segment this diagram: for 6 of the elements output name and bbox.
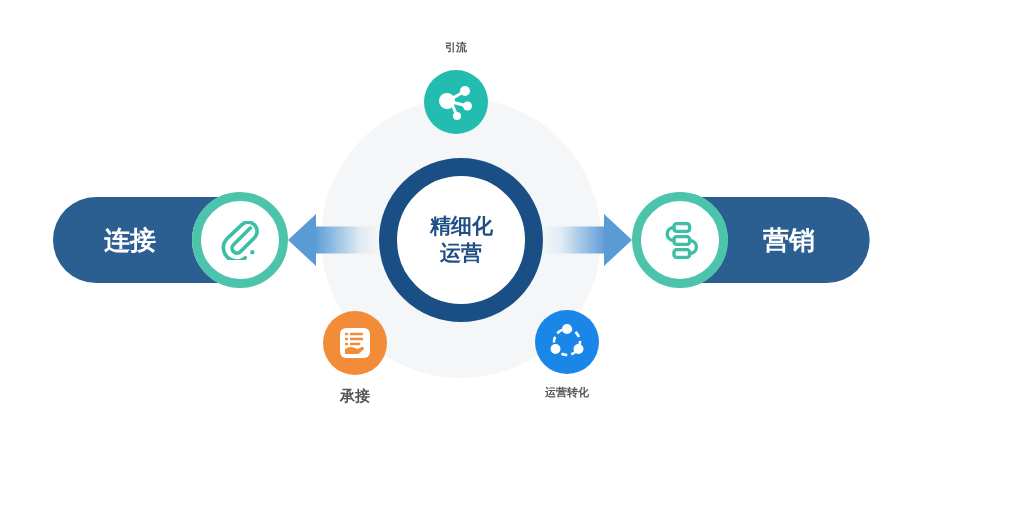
node-label: 引流	[445, 40, 467, 56]
node-label: 承接	[340, 386, 370, 407]
label-pill: 连接	[53, 197, 219, 283]
node-label: 运营转化	[545, 385, 589, 401]
center-label: 精细化运营	[428, 212, 494, 267]
label-pill: 营销	[701, 197, 870, 283]
